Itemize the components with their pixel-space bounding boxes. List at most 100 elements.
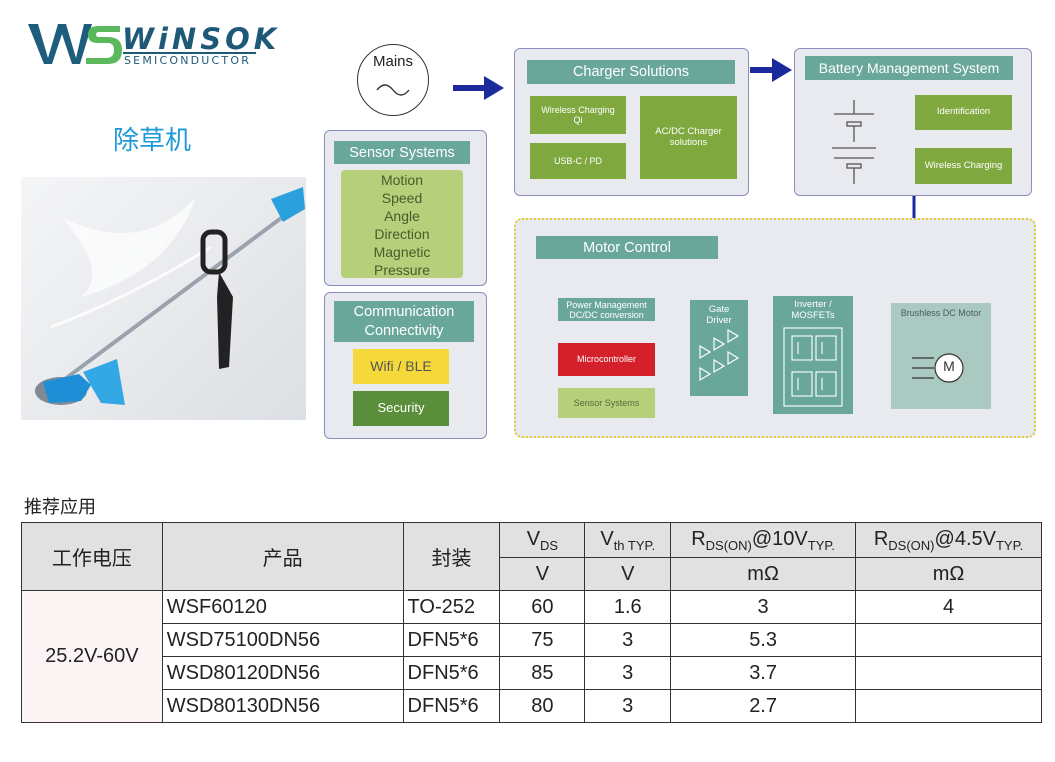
gate-driver-label: Gate Driver	[690, 304, 748, 326]
sensor-item: Direction	[374, 226, 430, 242]
wireless-charging-qi-label: Wireless Charging Qi	[541, 104, 615, 125]
vds-cell: 80	[499, 689, 586, 723]
acdc-charger-label: AC/DC Charger solutions	[655, 125, 722, 148]
table-row: WSD75100DN56 DFN5*6 75 3 5.3	[22, 623, 1042, 657]
unit-vth: V	[584, 557, 672, 591]
bms-wireless-charging-box: Wireless Charging	[915, 148, 1012, 184]
package-cell: DFN5*6	[402, 689, 501, 723]
inverter-box	[773, 296, 853, 414]
inverter-label: Inverter / MOSFETs	[773, 299, 853, 321]
wireless-charging-qi-box: Wireless Charging Qi	[530, 96, 626, 134]
r10-cell: 2.7	[670, 689, 857, 723]
table-row: WSD80120DN56 DFN5*6 85 3 3.7	[22, 656, 1042, 690]
vth-cell: 3	[584, 656, 672, 690]
bms-header: Battery Management System	[805, 56, 1013, 80]
logo-subtitle: SEMICONDUCTOR	[124, 54, 252, 67]
vth-cell: 1.6	[584, 590, 672, 624]
vds-main: V	[526, 527, 541, 550]
product-title: 除草机	[113, 126, 192, 156]
motor-sensor-systems-box: Sensor Systems	[558, 388, 655, 418]
r10-a: R	[691, 527, 706, 550]
product-cell: WSD80120DN56	[161, 656, 404, 690]
mains-label: Mains	[372, 53, 413, 70]
mosfets-label: MOSFETs	[791, 310, 835, 321]
driver-label: Driver	[706, 315, 732, 326]
r45-cell	[855, 656, 1042, 690]
motor-icon	[912, 353, 964, 383]
unit-r10: mΩ	[670, 557, 857, 591]
identification-box: Identification	[915, 95, 1012, 130]
gate-driver-symbols-icon	[699, 328, 740, 382]
usbc-pd-box: USB-C / PD	[530, 143, 626, 179]
r45-d: TYP.	[995, 537, 1024, 553]
communication-title: Communication	[353, 303, 455, 320]
table-caption: 推荐应用	[24, 497, 96, 518]
logo-underline	[123, 52, 256, 54]
header-product: 产品	[161, 522, 404, 591]
sensor-item: Speed	[381, 190, 423, 206]
gate-label: Gate	[708, 304, 730, 315]
mains-source: Mains	[357, 44, 429, 116]
r10-cell: 3.7	[670, 656, 857, 690]
bldc-motor-label: Brushless DC Motor	[900, 308, 982, 318]
vth-cell: 3	[584, 623, 672, 657]
r45-b: DS(ON)	[888, 537, 935, 553]
header-vds: VDS	[499, 522, 586, 558]
table-units-row: V V mΩ mΩ	[22, 557, 1042, 591]
vth-sub: th TYP.	[613, 537, 656, 553]
product-cell: WSD80130DN56	[161, 689, 404, 723]
r10-cell: 3	[670, 590, 857, 624]
connectivity-title: Connectivity	[364, 322, 444, 339]
r45-cell	[855, 623, 1042, 657]
r10-cell: 5.3	[670, 623, 857, 657]
power-management-label: Power Management	[566, 299, 647, 310]
vds-cell: 85	[499, 656, 586, 690]
microcontroller-box: Microcontroller	[558, 343, 655, 376]
table-header-row: 工作电压 产品 封装 VDS Vth TYP. RDS(ON)@10VTYP. …	[21, 522, 1042, 591]
recommended-products-table: 工作电压 产品 封装 VDS Vth TYP. RDS(ON)@10VTYP. …	[21, 522, 1042, 723]
vds-cell: 75	[499, 623, 586, 657]
power-management-box: Power Management DC/DC conversion	[558, 298, 655, 321]
r45-cell	[855, 689, 1042, 723]
r10-b: DS(ON)	[705, 537, 752, 553]
acdc-charger-box: AC/DC Charger solutions	[640, 96, 737, 179]
motor-control-header: Motor Control	[536, 236, 718, 259]
sensor-item: Angle	[384, 208, 420, 224]
package-cell: DFN5*6	[402, 656, 501, 690]
sensor-item: Pressure	[373, 262, 431, 278]
sensor-item: Magnetic	[373, 244, 431, 260]
header-rdson-4v5: RDS(ON)@4.5VTYP.	[855, 522, 1042, 558]
sensor-item: Motion	[380, 172, 424, 188]
unit-r45: mΩ	[855, 557, 1042, 591]
header-vth: Vth TYP.	[584, 522, 672, 558]
vds-sub: DS	[540, 537, 559, 553]
unit-vds: V	[499, 557, 586, 591]
charger-solutions-header: Charger Solutions	[527, 60, 735, 84]
motor-symbol-label: M	[943, 358, 955, 374]
package-cell: DFN5*6	[402, 623, 501, 657]
package-cell: TO-252	[402, 590, 501, 624]
logo-wordmark: WiNSOK	[122, 22, 281, 56]
vth-cell: 3	[584, 689, 672, 723]
product-photo	[21, 177, 306, 420]
battery-icon	[832, 100, 876, 184]
vth-main: V	[600, 527, 614, 550]
voltage-range-cell: 25.2V-60V	[21, 590, 163, 723]
wifi-ble-box: Wifi / BLE	[353, 349, 449, 384]
dcdc-conversion-label: DC/DC conversion	[569, 309, 644, 320]
mosfet-bridge-icon	[783, 327, 843, 407]
winsok-logo-icon	[28, 24, 122, 64]
r10-d: TYP.	[807, 537, 835, 553]
vds-cell: 60	[499, 590, 586, 624]
sensor-types-list: Motion Speed Angle Direction Magnetic Pr…	[341, 170, 463, 278]
product-cell: WSF60120	[161, 590, 404, 624]
header-package: 封装	[402, 522, 501, 591]
communication-header: Communication Connectivity	[334, 301, 474, 342]
header-rdson-10v: RDS(ON)@10VTYP.	[670, 522, 857, 558]
table-row: WSD80130DN56 DFN5*6 80 3 2.7	[22, 689, 1042, 723]
ac-wave-icon	[376, 84, 410, 96]
header-voltage: 工作电压	[21, 522, 163, 591]
security-box: Security	[353, 391, 449, 426]
table-row: 25.2V-60V WSF60120 TO-252 60 1.6 3 4	[21, 590, 1042, 723]
grass-trimmer-icon	[35, 187, 305, 405]
